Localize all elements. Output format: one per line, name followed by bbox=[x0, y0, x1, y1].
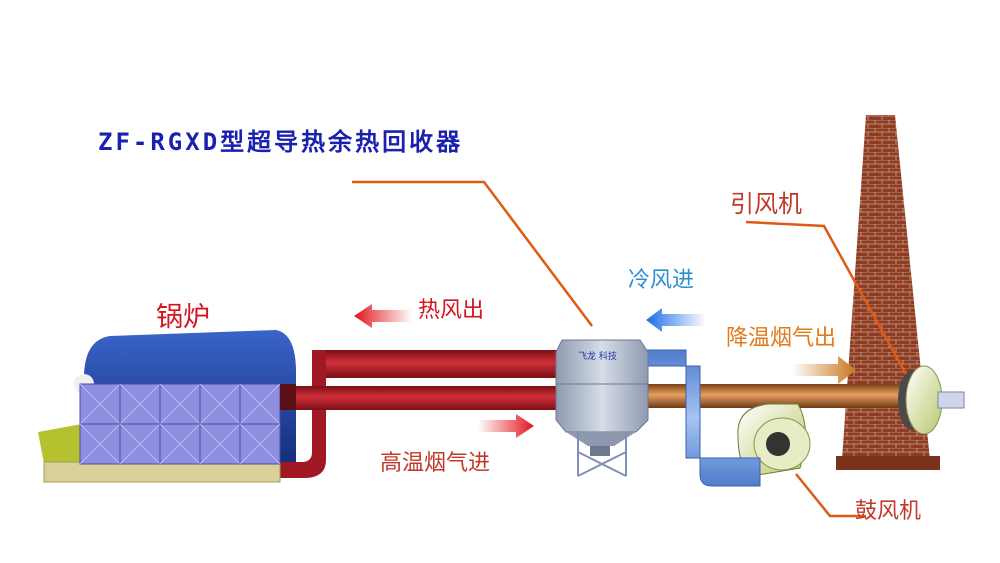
induced-draft-fan bbox=[898, 365, 965, 435]
boiler-panel-bevel bbox=[159, 383, 201, 425]
cold-air-in-label: 冷风进 bbox=[628, 268, 695, 293]
cooled-flue-out-label: 降温烟气出 bbox=[726, 326, 837, 351]
cooled-flue-out-arrow bbox=[792, 356, 856, 384]
cold-air-duct bbox=[639, 349, 761, 487]
boiler-label: 锅炉 bbox=[156, 302, 210, 333]
forced-draft-fan-label: 鼓风机 bbox=[855, 499, 922, 524]
induced-fan-leader-line bbox=[745, 220, 908, 375]
high-temp-flue-in-label: 高温烟气进 bbox=[380, 451, 491, 476]
boiler-panel-bevel bbox=[239, 383, 281, 425]
heat-recovery-unit bbox=[555, 339, 649, 477]
leader-lines bbox=[352, 180, 908, 518]
high-temp-flue-in-arrow bbox=[478, 414, 534, 438]
forced-fan-leader-line bbox=[795, 473, 866, 518]
boiler-panel-bevel bbox=[199, 423, 241, 465]
hot-air-out-arrow bbox=[354, 304, 412, 328]
title-leader-line bbox=[352, 180, 593, 327]
boiler-panel-bevel bbox=[79, 423, 121, 465]
hot-air-duct bbox=[320, 350, 560, 378]
boiler-panel-bevel bbox=[79, 383, 121, 425]
brand-label: 飞龙 科技 bbox=[578, 352, 617, 362]
boiler-panel-bevel bbox=[119, 383, 161, 425]
boiler-panel-bevel bbox=[119, 423, 161, 465]
boiler-panel-bevel bbox=[239, 423, 281, 465]
hot-air-out-label: 热风出 bbox=[418, 298, 485, 323]
induced-draft-fan-label: 引风机 bbox=[730, 190, 802, 218]
boiler-panel-bevel bbox=[199, 383, 241, 425]
boiler bbox=[38, 330, 296, 483]
diagram-title: ZF-RGXD型超导热余热回收器 bbox=[98, 128, 464, 156]
hot-air-duct-elbow bbox=[278, 350, 326, 478]
high-temp-flue-duct bbox=[288, 386, 560, 410]
boiler-panel-bevel bbox=[159, 423, 201, 465]
cold-air-in-arrow bbox=[646, 308, 706, 332]
